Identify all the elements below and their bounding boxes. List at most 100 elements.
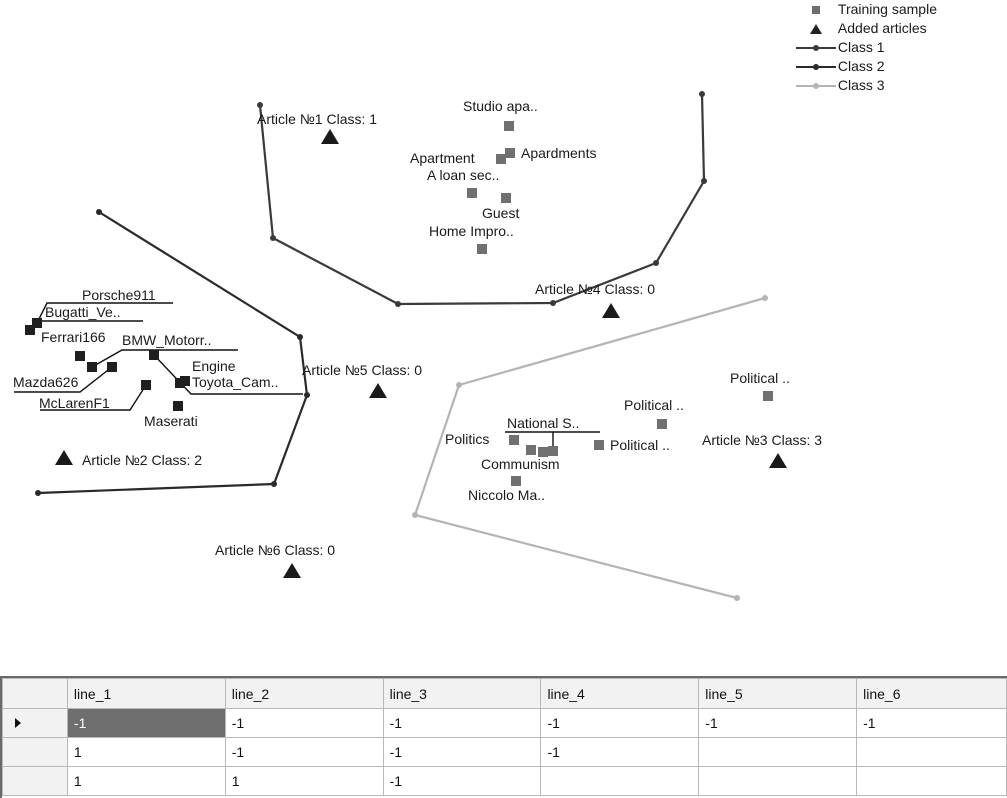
training-sample-label: McLarenF1 xyxy=(39,395,110,411)
data-grid-table: line_1 line_2 line_3 line_4 line_5 line_… xyxy=(2,678,1007,796)
training-sample-marker xyxy=(32,318,42,328)
table-cell[interactable]: -1 xyxy=(540,708,700,738)
column-header-line-1[interactable]: line_1 xyxy=(66,678,226,709)
training-sample-label: Apardments xyxy=(521,145,596,161)
class-boundary-vertex xyxy=(734,595,740,601)
added-article-marker xyxy=(55,450,73,465)
class-boundary-vertex xyxy=(762,295,768,301)
added-article-marker xyxy=(369,383,387,398)
training-sample-label: Communism xyxy=(481,456,560,472)
table-cell[interactable] xyxy=(698,737,858,767)
data-grid[interactable]: line_1 line_2 line_3 line_4 line_5 line_… xyxy=(0,676,1007,798)
table-cell[interactable]: -1 xyxy=(66,708,226,738)
training-sample-marker xyxy=(511,476,521,486)
training-sample-marker xyxy=(504,121,514,131)
training-sample-marker xyxy=(501,193,511,203)
class-boundary-vertex xyxy=(653,260,659,266)
class-boundary-vertex xyxy=(395,301,401,307)
label-connector-line xyxy=(14,366,113,393)
table-cell[interactable]: -1 xyxy=(698,708,858,738)
training-sample-label: Maserati xyxy=(144,413,198,429)
grid-corner-cell[interactable] xyxy=(2,678,68,709)
row-header[interactable] xyxy=(2,737,68,767)
column-header-line-4[interactable]: line_4 xyxy=(540,678,700,709)
legend-class-1: Class 1 xyxy=(794,38,937,57)
triangle-marker-icon xyxy=(794,19,838,38)
training-sample-label: Toyota_Cam.. xyxy=(192,374,278,390)
row-header[interactable] xyxy=(2,766,68,796)
legend-added-articles-label: Added articles xyxy=(837,20,927,36)
table-row: -1 -1 -1 -1 -1 -1 xyxy=(2,708,1007,738)
training-sample-marker xyxy=(25,325,35,335)
class-boundary-vertex xyxy=(270,235,276,241)
class-boundary-vertex xyxy=(701,178,707,184)
column-header-line-3[interactable]: line_3 xyxy=(382,678,542,709)
class-boundary-vertex xyxy=(456,382,462,388)
class-boundary-vertex xyxy=(271,481,277,487)
class-boundaries xyxy=(35,91,768,601)
training-sample-marker xyxy=(763,391,773,401)
training-sample-marker xyxy=(87,362,97,372)
added-article-label: Article №3 Class: 3 xyxy=(702,432,822,448)
row-header[interactable] xyxy=(2,708,68,738)
table-cell[interactable] xyxy=(698,766,858,796)
training-sample-label: Studio apa.. xyxy=(463,98,538,114)
class-boundary-vertex xyxy=(699,91,705,97)
column-header-line-2[interactable]: line_2 xyxy=(224,678,384,709)
legend-class-3-label: Class 3 xyxy=(837,77,885,93)
training-sample-marker xyxy=(75,351,85,361)
added-article-label: Article №6 Class: 0 xyxy=(215,542,335,558)
training-sample-label: Political .. xyxy=(610,437,670,453)
training-sample-label: Apartment xyxy=(410,150,475,166)
training-sample-marker xyxy=(505,148,515,158)
table-cell[interactable]: 1 xyxy=(66,737,226,767)
training-sample-marker xyxy=(657,419,667,429)
added-article-marker xyxy=(283,563,301,578)
training-sample-marker xyxy=(496,154,506,164)
training-sample-label: Political .. xyxy=(624,397,684,413)
training-samples: Studio apa.. Apartment Apardments A loan se… xyxy=(13,98,790,503)
table-cell[interactable] xyxy=(540,766,700,796)
legend-training-sample-label: Training sample xyxy=(837,1,937,17)
column-header-line-6[interactable]: line_6 xyxy=(856,678,1007,709)
column-header-line-5[interactable]: line_5 xyxy=(698,678,858,709)
table-cell[interactable]: -1 xyxy=(382,766,542,796)
class-boundary-vertex xyxy=(297,334,303,340)
training-sample-label: Engine xyxy=(192,358,236,374)
legend-class-2-label: Class 2 xyxy=(837,58,885,74)
table-cell[interactable]: 1 xyxy=(224,766,384,796)
table-cell[interactable]: -1 xyxy=(382,737,542,767)
label-connector-line xyxy=(505,431,600,451)
table-cell[interactable]: -1 xyxy=(224,737,384,767)
class-boundary-vertex xyxy=(257,102,263,108)
table-cell[interactable]: -1 xyxy=(382,708,542,738)
training-sample-marker xyxy=(141,380,151,390)
training-sample-marker xyxy=(149,350,159,360)
training-sample-marker xyxy=(173,401,183,411)
grid-header-row: line_1 line_2 line_3 line_4 line_5 line_… xyxy=(2,678,1007,709)
table-cell[interactable]: -1 xyxy=(856,708,1007,738)
table-cell[interactable] xyxy=(856,766,1007,796)
table-cell[interactable]: 1 xyxy=(66,766,226,796)
training-sample-label: Porsche911 xyxy=(82,287,156,303)
scatter-plot: Studio apa.. Apartment Apardments A loan se… xyxy=(13,91,822,601)
training-sample-marker xyxy=(526,445,536,455)
class-boundary-vertex xyxy=(412,512,418,518)
training-sample-label: A loan sec.. xyxy=(427,167,499,183)
line-marker-icon xyxy=(794,76,838,95)
class-boundary-vertex xyxy=(35,490,41,496)
label-connector-line xyxy=(91,349,238,368)
training-sample-label: BMW_Motorr.. xyxy=(122,332,211,348)
label-connector-line xyxy=(153,354,303,395)
training-sample-label: Politics xyxy=(445,431,489,447)
table-cell[interactable] xyxy=(856,737,1007,767)
current-row-arrow-icon xyxy=(15,718,21,728)
training-sample-marker xyxy=(107,362,117,372)
class-boundary-vertex xyxy=(550,300,556,306)
table-cell[interactable]: -1 xyxy=(540,737,700,767)
training-sample-marker xyxy=(538,447,548,457)
legend-class-2: Class 2 xyxy=(794,57,937,76)
added-article-marker xyxy=(602,303,620,318)
table-row: 1 1 -1 xyxy=(2,766,1007,796)
table-cell[interactable]: -1 xyxy=(224,708,384,738)
